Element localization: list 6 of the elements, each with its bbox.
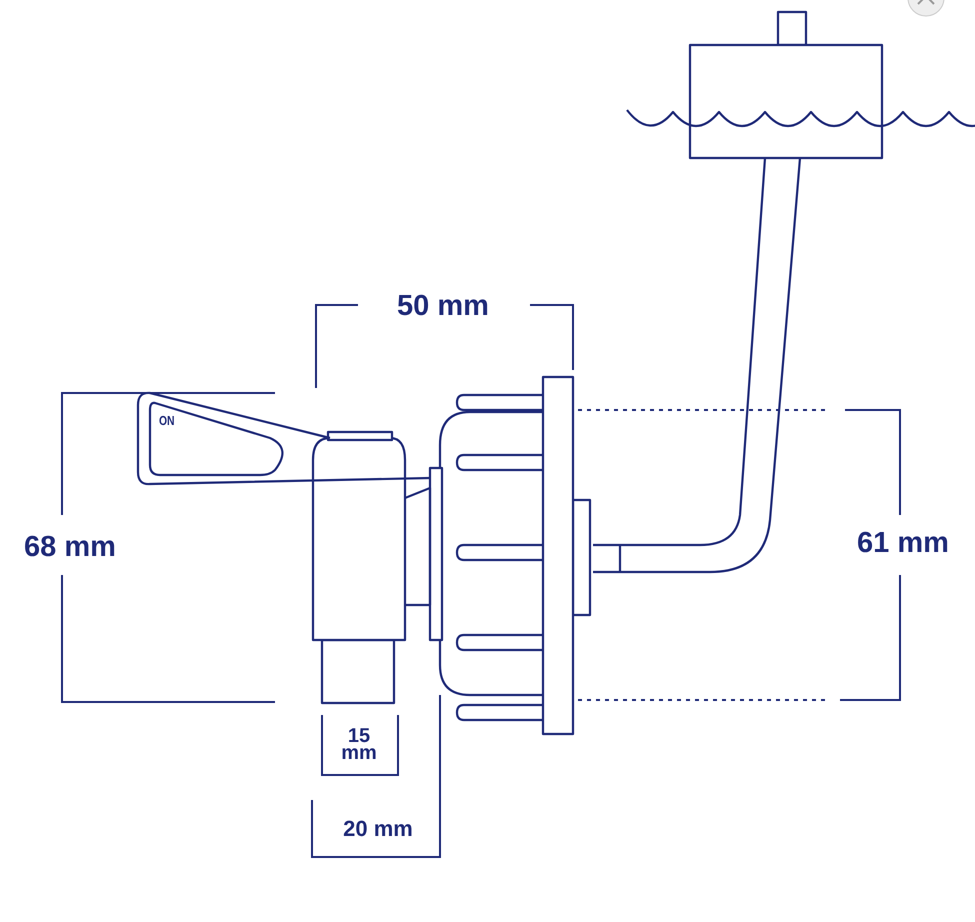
dimension-label: 61 mm	[857, 528, 949, 558]
dimension-label: 50 mm	[397, 292, 489, 320]
dimension-label: 15 mm	[340, 728, 378, 762]
dimension-label: 20 mm	[343, 818, 413, 840]
dimension-label: 68 mm	[24, 532, 116, 562]
switch-label: ON	[159, 414, 175, 426]
